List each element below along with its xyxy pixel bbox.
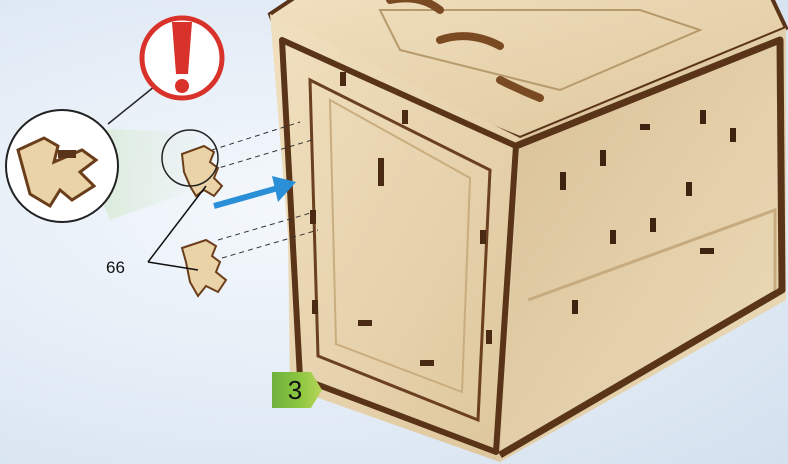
zoom-detail [6,110,118,222]
step-number: 3 [280,375,310,406]
step-badge: 3 [272,372,322,408]
exclamation-warning-icon [142,18,222,98]
part-number-label: 66 [106,258,125,278]
blue-insert-arrow-icon [214,176,296,206]
